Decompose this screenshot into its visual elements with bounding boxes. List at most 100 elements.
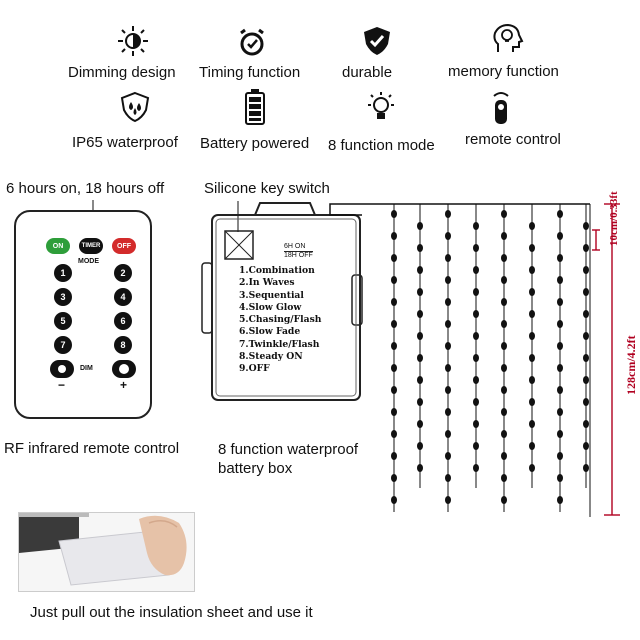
led-bulb (529, 332, 535, 340)
led-bulb (501, 210, 507, 218)
led-bulb (473, 288, 479, 296)
remote-off-button[interactable]: OFF (112, 238, 136, 254)
lightbulb-icon (366, 92, 396, 129)
led-bulb (417, 464, 423, 472)
led-bulb (445, 386, 451, 394)
remote-caption-top: 6 hours on, 18 hours off (6, 180, 165, 197)
silicone-key-switch[interactable] (224, 230, 254, 265)
led-bulb (445, 276, 451, 284)
led-bulb (445, 298, 451, 306)
remote-icon (490, 90, 512, 131)
led-bulb (501, 430, 507, 438)
battery-box-caption-top: Silicone key switch (204, 180, 330, 197)
mode-item: 2.In Waves (239, 277, 295, 289)
led-bulb (473, 398, 479, 406)
led-bulb (391, 452, 397, 460)
led-bulb (417, 288, 423, 296)
led-bulb (445, 430, 451, 438)
feature-label-remote: remote control (465, 131, 561, 148)
curtain-wire-top (329, 203, 590, 216)
led-bulb (473, 420, 479, 428)
led-bulb (583, 376, 589, 384)
led-bulb (473, 222, 479, 230)
led-bulb (557, 474, 563, 482)
led-bulb (501, 386, 507, 394)
led-bulb (557, 364, 563, 372)
remote-button-1[interactable]: 1 (54, 264, 72, 282)
led-bulb (417, 442, 423, 450)
height-label: 128cm/4.2ft (624, 335, 638, 395)
remote-button-4[interactable]: 4 (114, 288, 132, 306)
remote-dim-down-button[interactable] (50, 360, 74, 383)
led-bulb (501, 320, 507, 328)
feature-label-dimming: Dimming design (68, 64, 176, 81)
led-bulb (583, 442, 589, 450)
feature-label-battery: Battery powered (200, 135, 310, 152)
remote-button-3[interactable]: 3 (54, 288, 72, 306)
led-bulb (417, 376, 423, 384)
led-bulb (501, 342, 507, 350)
remote-plus-label: + (120, 378, 128, 392)
remote-minus-label: − (58, 378, 66, 392)
led-bulb (583, 266, 589, 274)
feature-label-timing: Timing function (199, 64, 301, 81)
led-bulb (473, 244, 479, 252)
led-bulb (445, 254, 451, 262)
led-bulb (529, 464, 535, 472)
led-bulb (473, 310, 479, 318)
led-bulb (445, 364, 451, 372)
led-bulb (391, 474, 397, 482)
remote-dim-up-button[interactable] (112, 360, 136, 383)
led-bulb (391, 430, 397, 438)
led-bulb (391, 408, 397, 416)
led-bulb (445, 210, 451, 218)
led-bulb (529, 244, 535, 252)
led-bulb (501, 232, 507, 240)
led-bulb (501, 364, 507, 372)
led-bulb (583, 398, 589, 406)
led-bulb (583, 288, 589, 296)
led-bulb (417, 222, 423, 230)
led-bulb (557, 408, 563, 416)
led-bulb (391, 298, 397, 306)
switch-label-on: 6H ON (284, 243, 306, 250)
led-bulb (391, 342, 397, 350)
led-bulb (529, 266, 535, 274)
battery-box-caption: 8 function waterproof battery box (218, 440, 358, 478)
led-bulb (391, 210, 397, 218)
mode-item: 6.Slow Fade (239, 326, 301, 338)
led-bulb (445, 474, 451, 482)
led-bulb (557, 254, 563, 262)
remote-button-6[interactable]: 6 (114, 312, 132, 330)
battery-box-caption-line1: 8 function waterproof (218, 441, 359, 458)
led-bulb (529, 222, 535, 230)
led-bulb (473, 464, 479, 472)
led-bulb (583, 244, 589, 252)
mode-item: 1.Combination (239, 265, 315, 276)
led-bulb (583, 420, 589, 428)
brightness-icon (116, 24, 150, 63)
remote-timer-button[interactable]: TIMER (79, 238, 103, 254)
led-bulb (445, 342, 451, 350)
led-bulb (473, 354, 479, 362)
switch-label-off: 18H OFF (284, 251, 313, 259)
mode-list: 1.Combination 2.In Waves 3.Sequential 4.… (239, 265, 321, 376)
led-bulb (417, 420, 423, 428)
led-bulb (391, 386, 397, 394)
insulation-sheet-photo (18, 512, 195, 592)
led-bulb (557, 298, 563, 306)
head-lightbulb-icon (490, 22, 524, 61)
led-bulb (583, 354, 589, 362)
led-bulb (529, 310, 535, 318)
led-bulb (557, 430, 563, 438)
led-bulb (473, 332, 479, 340)
remote-button-8[interactable]: 8 (114, 336, 132, 354)
remote-button-2[interactable]: 2 (114, 264, 132, 282)
remote-button-5[interactable]: 5 (54, 312, 72, 330)
remote-on-button[interactable]: ON (46, 238, 70, 254)
remote-control: ON TIMER OFF MODE 1 2 3 4 5 6 7 8 DIM − … (14, 210, 152, 419)
mode-item: 4.Slow Glow (239, 301, 302, 313)
mode-item: 7.Twinkle/Flash (239, 338, 320, 350)
remote-button-7[interactable]: 7 (54, 336, 72, 354)
mode-item: 5.Chasing/Flash (239, 314, 322, 326)
